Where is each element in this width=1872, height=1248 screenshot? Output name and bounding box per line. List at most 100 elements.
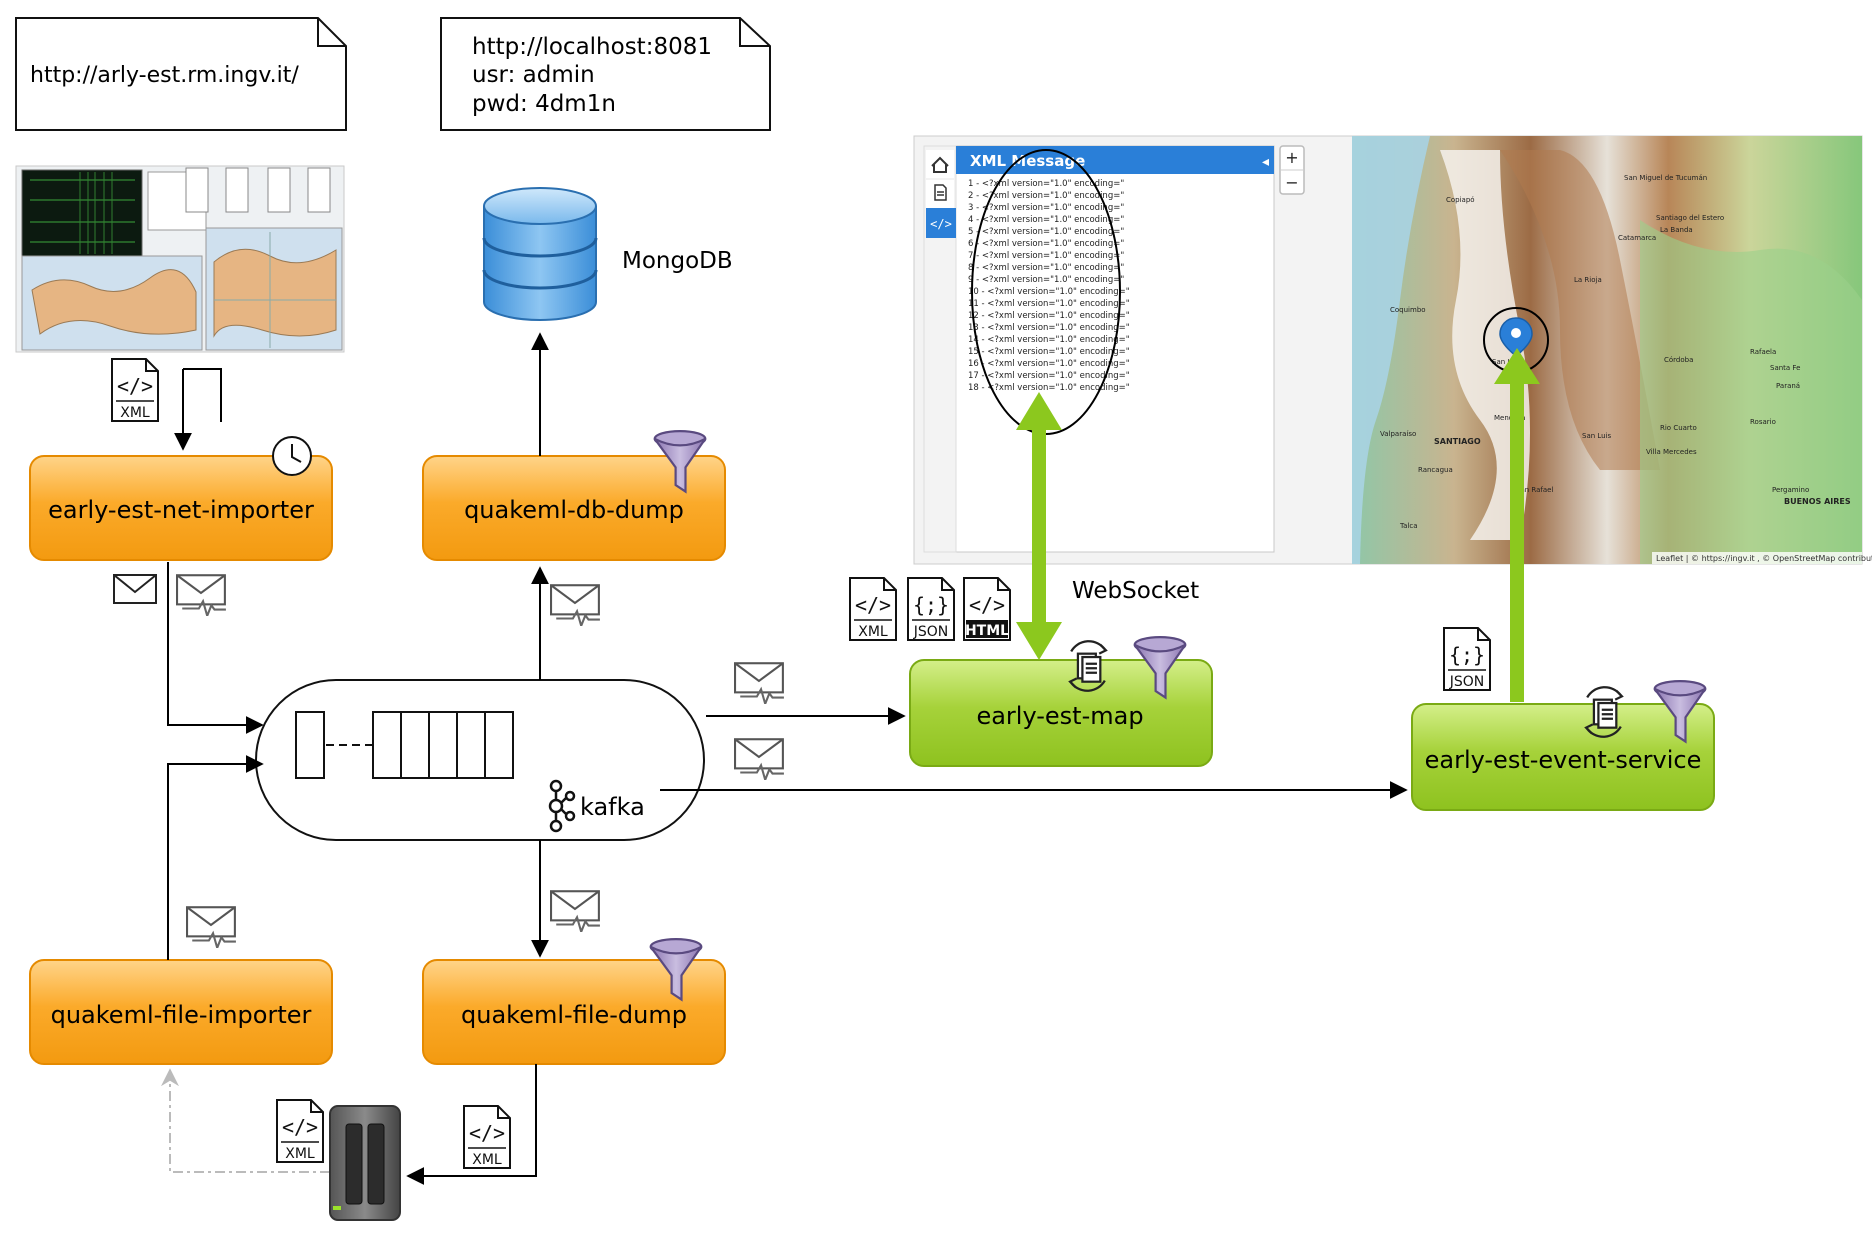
map-place-label: Valparaíso — [1380, 430, 1416, 438]
zoom-in-button[interactable]: + — [1285, 148, 1298, 167]
quakeml-file-dump-node[interactable]: quakeml-file-dump — [422, 938, 726, 1065]
map-place-label: Paraná — [1776, 382, 1800, 390]
xml-message-line[interactable]: 1 - <?xml version="1.0" encoding=" — [968, 179, 1124, 189]
quakeml-db-dump-node[interactable]: quakeml-db-dump — [422, 430, 726, 561]
websocket-label: WebSocket — [1072, 578, 1199, 604]
xml-file-label: XML — [120, 405, 150, 421]
xml-file-icon: </> XML — [463, 1105, 511, 1169]
map-screenshot: </> XML Message ◂ 1 - <?xml version="1.0… — [913, 135, 1872, 565]
early-est-website-thumbnail — [15, 165, 345, 353]
xml-message-line[interactable]: 13 - <?xml version="1.0" encoding=" — [968, 323, 1130, 333]
mongodb-label: MongoDB — [622, 248, 733, 274]
svg-text:</>: </> — [469, 1121, 505, 1145]
json-file-icon: {;} JSON — [1443, 627, 1491, 691]
code-icon: </> — [930, 217, 952, 231]
seismic-message-icon — [734, 662, 785, 704]
xml-file-label: XML — [858, 624, 888, 640]
xml-file-icon: </> XML — [276, 1099, 324, 1163]
xml-message-line[interactable]: 11 - <?xml version="1.0" encoding=" — [968, 299, 1130, 309]
map-place-label: BUENOS AIRES — [1784, 497, 1851, 506]
quakeml-db-dump-label: quakeml-db-dump — [464, 496, 684, 524]
early-est-map-node[interactable]: early-est-map — [909, 636, 1213, 767]
map-place-label: Santa Fe — [1770, 364, 1800, 372]
event-service-to-map-arrow — [1494, 348, 1540, 702]
map-place-label: Coquimbo — [1390, 306, 1426, 314]
xml-file-icon: </> XML — [111, 358, 159, 422]
xml-message-line[interactable]: 16 - <?xml version="1.0" encoding=" — [968, 359, 1130, 369]
svg-text:</>: </> — [855, 593, 891, 617]
xml-message-line[interactable]: 6 - <?xml version="1.0" encoding=" — [968, 239, 1124, 249]
clock-icon — [272, 436, 312, 476]
early-est-map-label: early-est-map — [976, 702, 1143, 730]
map-place-label: Rosario — [1750, 418, 1776, 426]
panel-tab-code[interactable] — [926, 208, 956, 238]
map-attribution: Leaflet | © https://ingv.it , © OpenStre… — [1656, 554, 1872, 563]
svg-text:</>: </> — [282, 1115, 318, 1139]
panel-tab-home[interactable] — [926, 150, 954, 178]
json-file-label: JSON — [913, 624, 949, 640]
quakeml-file-dump-label: quakeml-file-dump — [461, 1001, 687, 1029]
panel-tab-document[interactable] — [926, 180, 954, 208]
seismic-message-icon — [550, 584, 601, 626]
map-place-label: San Miguel de Tucumán — [1624, 174, 1707, 182]
early-est-event-service-node[interactable]: early-est-event-service — [1411, 680, 1715, 811]
xml-message-list: 1 - <?xml version="1.0" encoding=" 2 - <?… — [968, 179, 1130, 393]
xml-message-line[interactable]: 15 - <?xml version="1.0" encoding=" — [968, 347, 1130, 357]
xml-message-panel — [923, 145, 1275, 553]
seismic-message-icon — [186, 906, 237, 948]
html-file-icon: </> HTML — [963, 577, 1011, 641]
xml-file-label: XML — [472, 1152, 502, 1168]
xml-message-line[interactable]: 9 - <?xml version="1.0" encoding=" — [968, 275, 1124, 285]
zoom-out-button[interactable]: − — [1285, 173, 1298, 192]
seismic-message-icon — [734, 738, 785, 780]
login-note-url: http://localhost:8081 — [472, 34, 712, 60]
map-place-label: Mendoza — [1494, 414, 1525, 422]
map-place-label: Rafaela — [1750, 348, 1776, 356]
xml-message-line[interactable]: 5 - <?xml version="1.0" encoding=" — [968, 227, 1124, 237]
svg-text:</>: </> — [117, 374, 153, 398]
map-place-label: SANTIAGO — [1434, 437, 1481, 446]
quakeml-file-importer-label: quakeml-file-importer — [51, 1001, 312, 1029]
websocket-bidirectional-arrow — [1016, 392, 1062, 660]
json-file-icon: {;} JSON — [907, 577, 955, 641]
xml-message-line[interactable]: 2 - <?xml version="1.0" encoding=" — [968, 191, 1124, 201]
map-place-label: Copiapó — [1446, 196, 1475, 204]
file-storage-server-icon — [329, 1105, 401, 1221]
import-loop-arrow — [183, 368, 222, 449]
xml-file-label: XML — [285, 1146, 315, 1162]
xml-message-line[interactable]: 17 - <?xml version="1.0" encoding=" — [968, 371, 1130, 381]
xml-message-line[interactable]: 4 - <?xml version="1.0" encoding=" — [968, 215, 1124, 225]
xml-message-line[interactable]: 7 - <?xml version="1.0" encoding=" — [968, 251, 1124, 261]
map-place-label: Rancagua — [1418, 466, 1453, 474]
svg-text:</>: </> — [969, 593, 1005, 617]
early-est-event-service-label: early-est-event-service — [1425, 746, 1702, 774]
netimporter-to-kafka-arrow — [167, 562, 264, 734]
login-note: http://localhost:8081 usr: admin pwd: 4d… — [440, 17, 771, 131]
seismic-message-icon — [176, 574, 227, 616]
early-est-net-importer-node[interactable]: early-est-net-importer — [29, 436, 333, 561]
kafka-queue: kafka — [255, 679, 705, 841]
quakeml-file-importer-node[interactable]: quakeml-file-importer — [29, 959, 333, 1065]
url-note: http://arly-est.rm.ingv.it/ — [15, 17, 347, 131]
xml-file-icon: </> XML — [849, 577, 897, 641]
map-place-label: Villa Mercedes — [1646, 448, 1697, 456]
svg-text:{;}: {;} — [1449, 643, 1485, 667]
map-place-label: La Banda — [1660, 226, 1693, 234]
collapse-panel-icon[interactable]: ◂ — [1262, 154, 1269, 170]
map-place-label: La Rioja — [1574, 276, 1602, 284]
mongodb-database-icon — [482, 187, 598, 321]
xml-message-line[interactable]: 14 - <?xml version="1.0" encoding=" — [968, 335, 1130, 345]
xml-message-line[interactable]: 3 - <?xml version="1.0" encoding=" — [968, 203, 1124, 213]
xml-message-line[interactable]: 12 - <?xml version="1.0" encoding=" — [968, 311, 1130, 321]
inbox-icon — [931, 156, 949, 173]
xml-message-line[interactable]: 10 - <?xml version="1.0" encoding=" — [968, 287, 1130, 297]
message-envelope-icon — [112, 574, 158, 604]
html-file-label: HTML — [965, 623, 1009, 639]
xml-message-line[interactable]: 8 - <?xml version="1.0" encoding=" — [968, 263, 1124, 273]
map-place-label: Pergamino — [1772, 486, 1809, 494]
map-place-label: Catamarca — [1618, 234, 1656, 242]
xml-message-line[interactable]: 18 - <?xml version="1.0" encoding=" — [968, 383, 1130, 393]
seismic-message-icon — [550, 890, 601, 932]
